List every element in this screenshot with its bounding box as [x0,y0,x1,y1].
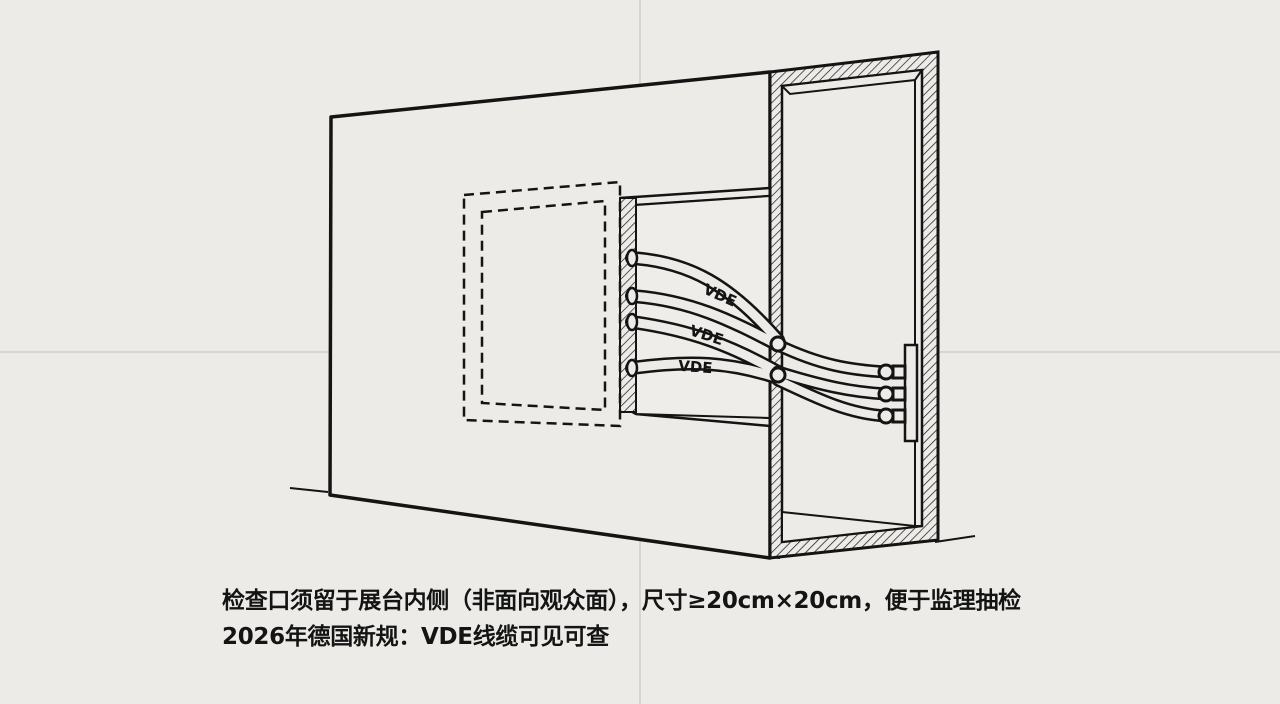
caption-line-inspection-rule: 检查口须留于展台内侧（非面向观众面），尺寸≥20cm×20cm，便于监理抽检 [222,588,1021,614]
cable-label-vde: VDE [678,357,713,377]
booth-frame-inner [780,68,924,544]
cable-plugs [877,363,907,425]
cable-bundle [625,251,893,423]
cable-ends-left [625,248,639,378]
inspection-hatch-outer-dashed [462,180,622,428]
connector-plate [903,343,919,443]
inspection-hatch-inner-dashed [480,199,607,412]
inspection-opening-side [619,197,637,413]
cable-ends-middle [769,335,787,384]
caption-line-regulation: 2026年德国新规：VDE线缆可见可查 [222,624,609,650]
booth-frame-bottom-edge [781,510,923,544]
